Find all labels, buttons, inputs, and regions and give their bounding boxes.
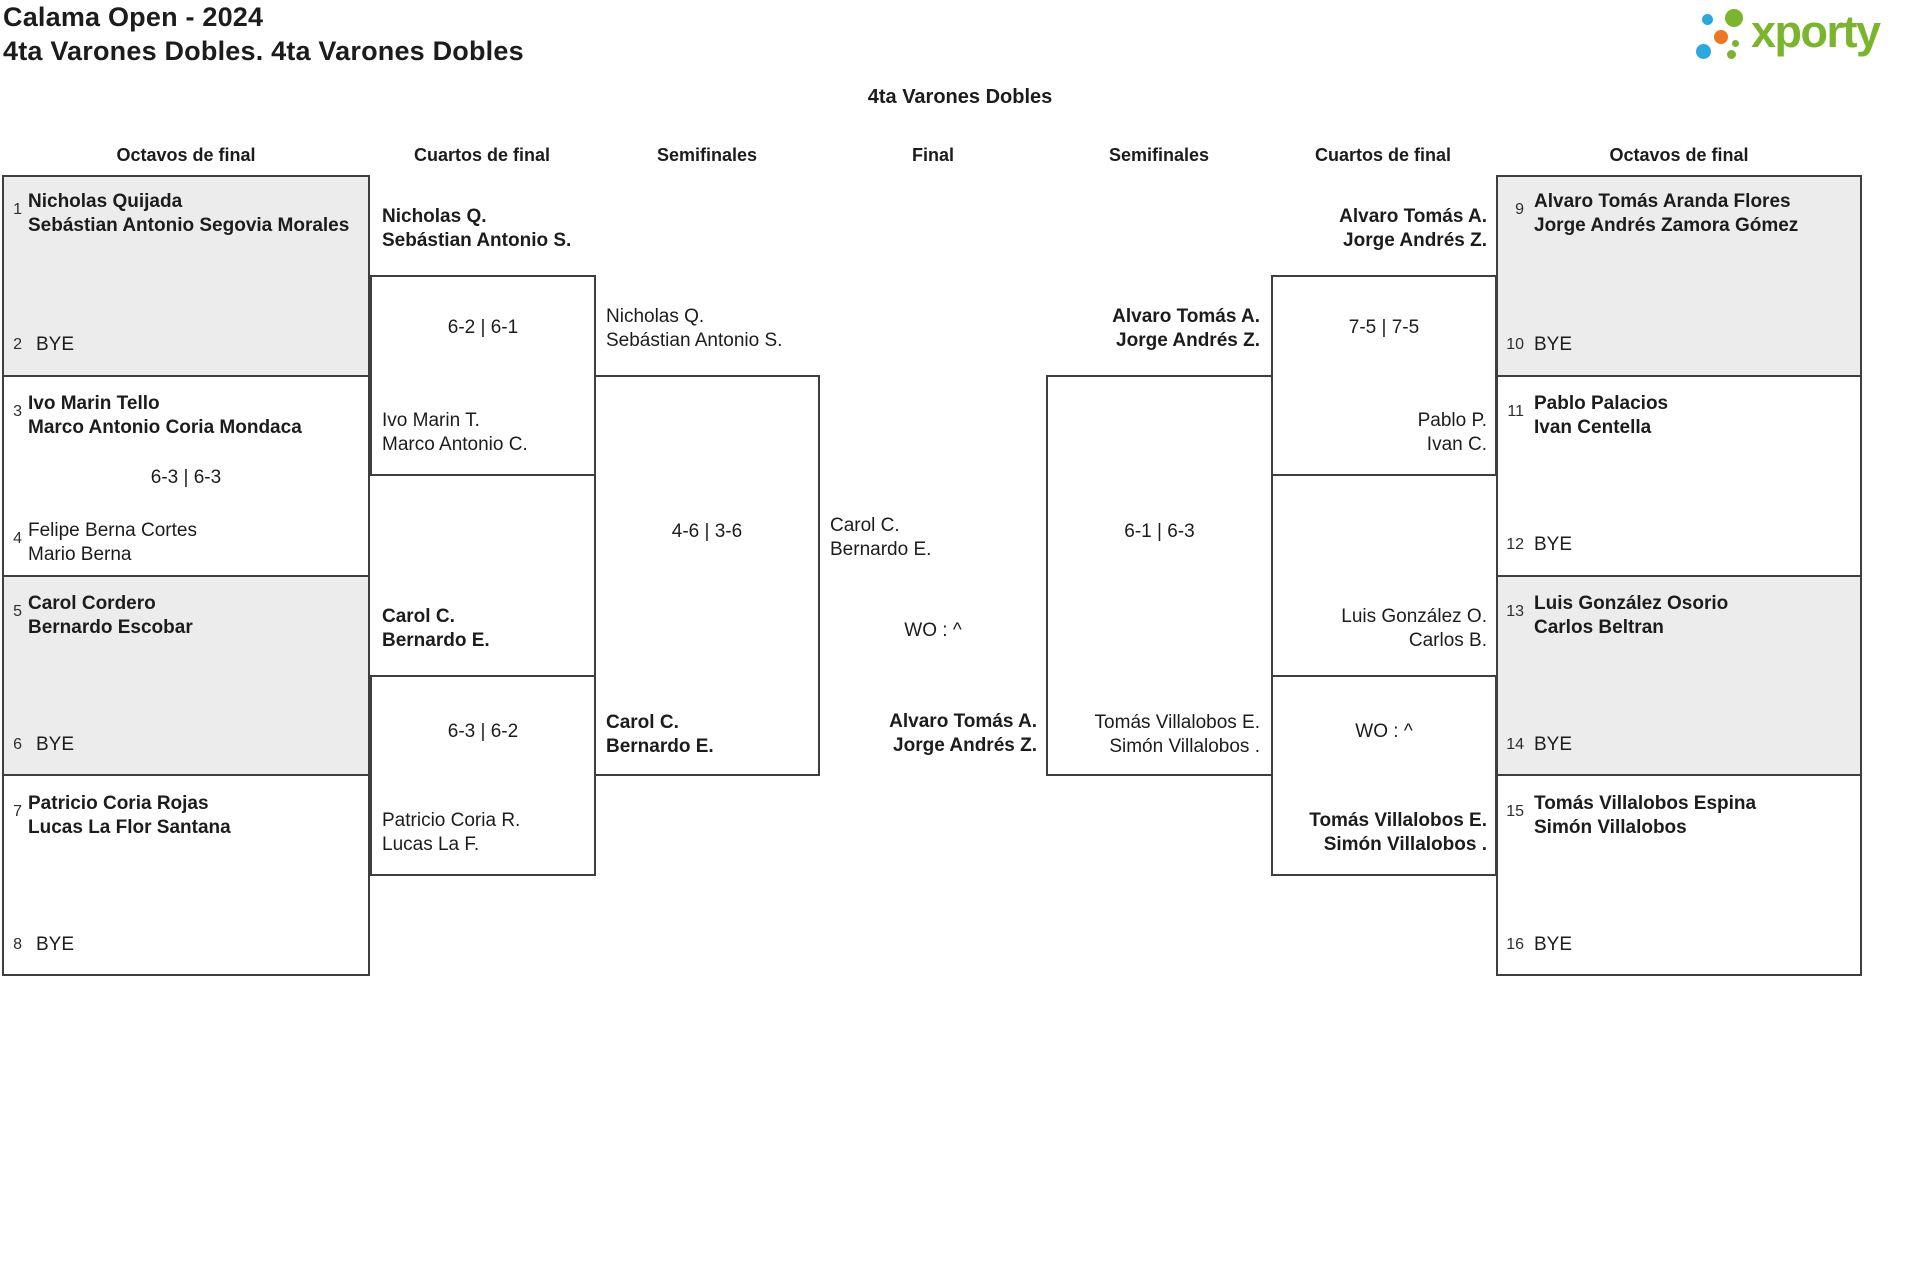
team-name: Tomás Villalobos E.Simón Villalobos . (1309, 810, 1487, 855)
match-slot (4, 574, 368, 775)
team-name: Nicholas Q.Sebástian Antonio S. (382, 206, 572, 251)
team-name: Carol C.Bernardo E. (606, 712, 714, 757)
seed-number: 6 (13, 736, 22, 753)
round-header-semis-right: Semifinales (1108, 145, 1210, 165)
seed-number: 15 (1506, 803, 1524, 820)
bye-label: BYE (36, 934, 75, 955)
logo-dot-blue-large (1696, 44, 1711, 59)
logo-dot-green-small (1727, 50, 1736, 59)
bye-label: BYE (36, 734, 75, 755)
seed-number: 16 (1506, 936, 1524, 953)
team-name: Alvaro Tomás A.Jorge Andrés Z. (1112, 306, 1260, 351)
team-name: Tomás Villalobos E.Simón Villalobos . (1094, 712, 1260, 757)
category-subtitle: 4ta Varones Dobles. 4ta Varones Dobles (3, 36, 524, 66)
match-score: 6-1 | 6-3 (1124, 521, 1195, 542)
seed-number: 14 (1506, 736, 1524, 753)
team-name: Luis González O.Carlos B. (1341, 606, 1487, 651)
octavos-column-right (1496, 175, 1862, 976)
match-slot (4, 177, 368, 375)
round-header-octavos-right: Octavos de final (1609, 145, 1749, 165)
match-slot (1498, 177, 1860, 375)
bye-label: BYE (36, 334, 75, 355)
logo-dot-orange (1714, 30, 1728, 44)
seed-number: 12 (1506, 536, 1524, 553)
team-name: Nicholas Q.Sebástian Antonio S. (606, 306, 783, 351)
team-name: Patricio Coria R.Lucas La F. (382, 810, 521, 855)
seed-number: 10 (1506, 336, 1524, 353)
match-score: WO : ^ (1355, 721, 1413, 742)
round-header-cuartos-right: Cuartos de final (1314, 145, 1452, 165)
round-header-semis-left: Semifinales (656, 145, 758, 165)
seed-number: 2 (13, 336, 22, 353)
match-slot (4, 774, 368, 974)
team-name: Alvaro Tomás A.Jorge Andrés Z. (889, 711, 1037, 756)
seed-number: 7 (13, 803, 22, 820)
logo-wordmark: xporty (1751, 6, 1881, 57)
seed-number: 13 (1506, 603, 1524, 620)
round-header-cuartos-left: Cuartos de final (413, 145, 551, 165)
team-name: Alvaro Tomás A.Jorge Andrés Z. (1339, 206, 1487, 251)
match-score: WO : ^ (904, 620, 962, 641)
match-slot (1498, 774, 1860, 974)
match-box-sf-right (1046, 375, 1273, 776)
match-score: 4-6 | 3-6 (671, 521, 743, 542)
logo-dot-green-large (1725, 9, 1743, 27)
bracket-title: 4ta Varones Dobles (867, 86, 1053, 108)
seed-number: 1 (13, 201, 22, 218)
round-header-octavos-left: Octavos de final (116, 145, 256, 165)
round-header-final: Final (911, 145, 954, 165)
team-name: Pablo P.Ivan C. (1417, 410, 1487, 455)
seed-number: 5 (13, 603, 22, 620)
logo-dot-blue-small (1702, 14, 1713, 25)
logo-dot-green-tiny (1732, 40, 1739, 47)
seed-number: 3 (13, 403, 22, 420)
bye-label: BYE (1534, 934, 1573, 955)
team-name: Carol C.Bernardo E. (382, 606, 490, 651)
match-score: 6-3 | 6-2 (447, 721, 519, 742)
octavos-column-left (2, 175, 370, 976)
tournament-title: Calama Open - 2024 (3, 2, 264, 32)
bye-label: BYE (1534, 734, 1573, 755)
match-slot (4, 374, 368, 575)
bye-label: BYE (1534, 334, 1573, 355)
seed-number: 9 (1515, 201, 1524, 218)
match-box-qf-right-2 (1271, 675, 1497, 876)
match-box-qf-right-1 (1271, 275, 1497, 476)
match-score: 6-2 | 6-1 (447, 317, 519, 338)
match-score: 6-3 | 6-3 (150, 467, 222, 488)
match-score: 7-5 | 7-5 (1348, 317, 1420, 338)
seed-number: 8 (13, 936, 22, 953)
match-box-sf-left (594, 375, 820, 776)
match-slot (1498, 574, 1860, 775)
seed-number: 4 (13, 530, 22, 547)
seed-number: 11 (1507, 403, 1524, 420)
team-name: Carol C.Bernardo E. (830, 515, 932, 560)
team-name: Ivo Marin T.Marco Antonio C. (382, 410, 528, 455)
match-slot (1498, 374, 1860, 575)
bye-label: BYE (1534, 534, 1573, 555)
